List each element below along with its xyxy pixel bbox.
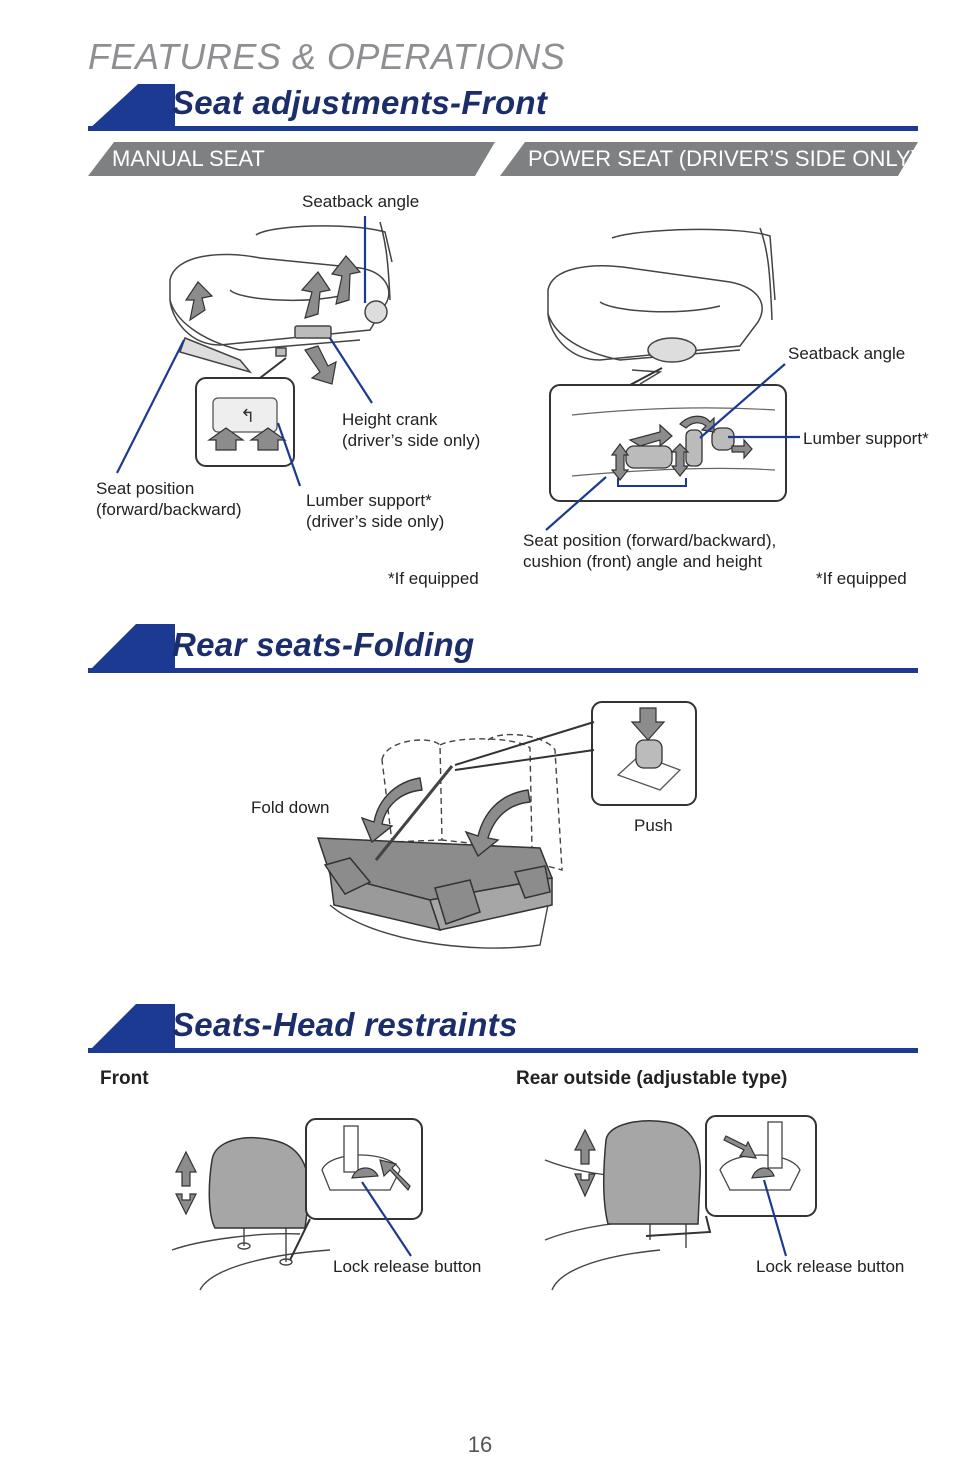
section-rule bbox=[88, 126, 918, 131]
manual-seat-tab-bg bbox=[88, 142, 918, 176]
page-header-title: FEATURES & OPERATIONS bbox=[88, 36, 566, 77]
section-banner-rear-folding bbox=[88, 624, 175, 672]
label-rear-outside: Rear outside (adjustable type) bbox=[516, 1068, 788, 1089]
section-title-rear-folding: Rear seats-Folding bbox=[172, 626, 475, 663]
rear-head-restraint-illustration bbox=[544, 1115, 817, 1291]
manual-label-seatback-angle: Seatback angle bbox=[302, 192, 420, 211]
section-title-head-restraints: Seats-Head restraints bbox=[172, 1006, 518, 1043]
front-head-restraint-illustration bbox=[171, 1118, 423, 1291]
section-title-seat-adjustments: Seat adjustments-Front bbox=[172, 84, 548, 121]
manual-seat-illustration: ↰ bbox=[116, 216, 393, 487]
label-rear-lock-release: Lock release button bbox=[756, 1257, 905, 1276]
power-label-seat-position: Seat position (forward/backward), cushio… bbox=[523, 531, 777, 571]
power-label-seatback-angle: Seatback angle bbox=[788, 344, 906, 363]
power-seat-tab: POWER SEAT (DRIVER’S SIDE ONLY) bbox=[528, 146, 918, 171]
power-if-equipped-note: *If equipped bbox=[816, 569, 907, 588]
section-banner-seat-adjustments bbox=[88, 84, 175, 130]
section-banner-head-restraints bbox=[88, 1004, 175, 1052]
power-seat-illustration bbox=[545, 227, 800, 531]
label-fold-down: Fold down bbox=[251, 798, 330, 817]
manual-if-equipped-note: *If equipped bbox=[388, 569, 479, 588]
label-push: Push bbox=[634, 816, 673, 835]
label-front-lock-release: Lock release button bbox=[333, 1257, 482, 1276]
manual-seat-tab: MANUAL SEAT bbox=[112, 146, 265, 171]
section-rule bbox=[88, 668, 918, 673]
manual-label-seat-position: Seat position (forward/backward) bbox=[96, 479, 242, 519]
section-rule bbox=[88, 1048, 918, 1053]
page-number: 16 bbox=[467, 1432, 493, 1457]
manual-label-lumber-support: Lumber support* (driver’s side only) bbox=[306, 491, 445, 531]
rear-seat-folding-illustration bbox=[316, 701, 697, 949]
manual-label-height-crank: Height crank (driver’s side only) bbox=[342, 410, 481, 450]
power-label-lumber-support: Lumber support* bbox=[803, 429, 929, 448]
svg-text:↰: ↰ bbox=[240, 406, 255, 427]
label-front: Front bbox=[100, 1068, 149, 1089]
